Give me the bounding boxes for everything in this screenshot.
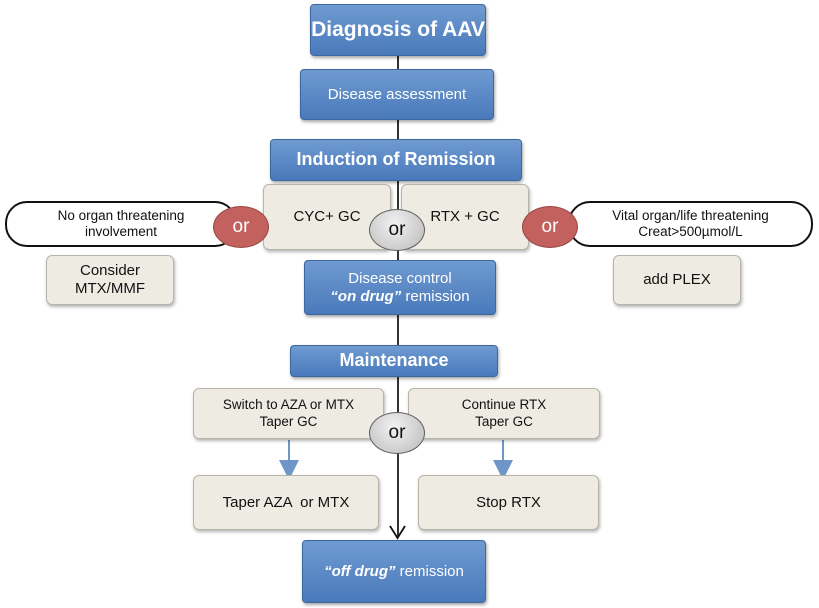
consider-line1: Consider <box>79 262 141 279</box>
vital-organ-line2: Creat>500µmol/L <box>638 224 743 239</box>
or-maintenance-label: or <box>388 422 406 443</box>
cyc-gc-label: CYC+ GC <box>293 208 361 225</box>
disease-control-line2: “on drug” remission <box>330 288 469 306</box>
consider-line2: MTX/MMF <box>75 280 145 297</box>
rtx-gc-box: RTX + GC <box>401 184 529 250</box>
switch-aza-mtx-box: Switch to AZA or MTX Taper GC <box>193 388 384 439</box>
or-right-label: or <box>541 216 559 237</box>
continue-rtx-box: Continue RTX Taper GC <box>408 388 600 439</box>
off-drug-remission-label: remission <box>395 562 464 580</box>
switch-line2: Taper GC <box>259 413 318 429</box>
on-drug-label: “on drug” <box>330 287 402 305</box>
on-drug-remission-label: remission <box>401 287 470 305</box>
continue-line1: Continue RTX <box>461 397 547 413</box>
stop-rtx-label: Stop RTX <box>476 493 541 511</box>
rtx-gc-label: RTX + GC <box>430 208 500 225</box>
add-plex-box: add PLEX <box>613 255 741 305</box>
switch-line1: Switch to AZA or MTX <box>222 397 355 413</box>
diagnosis-label: Diagnosis of AAV <box>311 18 485 42</box>
or-oval-maintenance: or <box>369 412 425 454</box>
off-drug-line: “off drug” remission <box>324 563 464 581</box>
stop-rtx-box: Stop RTX <box>418 475 599 530</box>
diagnosis-box: Diagnosis of AAV <box>310 4 486 56</box>
or-oval-right: or <box>522 206 578 248</box>
or-oval-center: or <box>369 209 425 251</box>
consider-box: Consider MTX/MMF <box>46 255 174 305</box>
vital-organ-box: Vital organ/life threatening Creat>500µm… <box>568 201 813 247</box>
connector-line <box>397 119 399 139</box>
add-plex-label: add PLEX <box>643 271 711 288</box>
no-organ-line1: No organ threatening <box>57 207 185 223</box>
continue-line2: Taper GC <box>475 413 533 429</box>
cyc-gc-box: CYC+ GC <box>263 184 391 250</box>
or-oval-left: or <box>213 206 269 248</box>
connector-line <box>397 55 399 69</box>
maintenance-box: Maintenance <box>290 345 498 377</box>
no-organ-threatening-box: No organ threatening involvement <box>5 201 237 247</box>
connector-line <box>397 314 399 346</box>
or-center-label: or <box>388 219 406 240</box>
taper-aza-mtx-box: Taper AZA or MTX <box>193 475 379 530</box>
taper-aza-label: Taper AZA or MTX <box>222 493 350 511</box>
arrow-head-off-drug <box>389 525 406 540</box>
maintenance-label: Maintenance <box>339 350 449 371</box>
or-left-label: or <box>232 216 250 237</box>
induction-label: Induction of Remission <box>296 149 496 170</box>
connector-line <box>397 376 399 536</box>
assessment-box: Disease assessment <box>300 69 494 120</box>
induction-box: Induction of Remission <box>270 139 522 181</box>
no-organ-line2: involvement <box>84 224 158 239</box>
disease-control-box: Disease control “on drug” remission <box>304 260 496 315</box>
disease-control-line1: Disease control <box>348 269 452 287</box>
assessment-label: Disease assessment <box>327 85 467 103</box>
off-drug-label: “off drug” <box>324 562 396 580</box>
vital-organ-line1: Vital organ/life threatening <box>612 207 769 223</box>
off-drug-remission-box: “off drug” remission <box>302 540 486 603</box>
